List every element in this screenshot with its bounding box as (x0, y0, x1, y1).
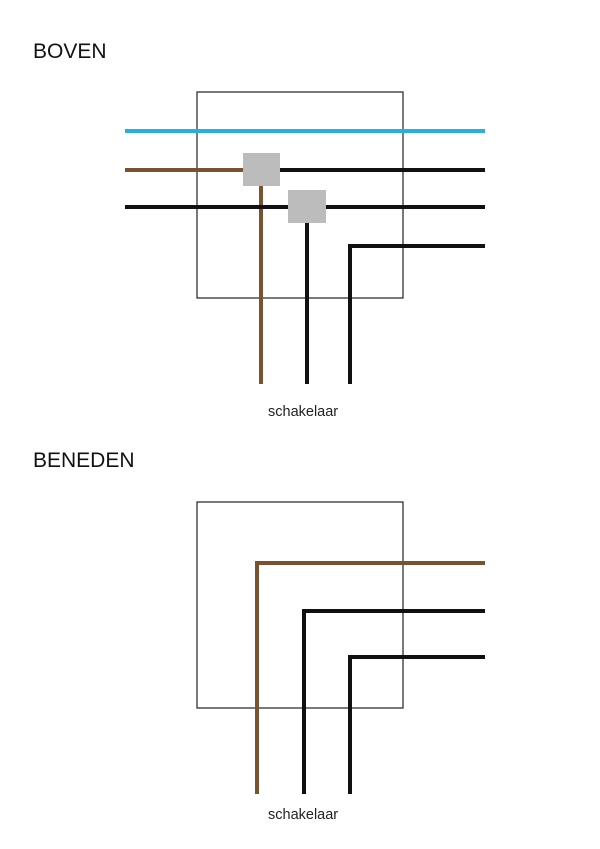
top-switch-label: schakelaar (268, 404, 338, 420)
bottom-black-wire-2 (348, 655, 485, 794)
bottom-brown-wire (255, 561, 485, 794)
bottom-heading: BENEDEN (33, 449, 135, 472)
bottom-black-wire-1 (302, 609, 485, 794)
top-connector-2 (288, 190, 326, 223)
top-black-wire-switch-return (348, 244, 485, 384)
bottom-junction-box (196, 501, 404, 709)
top-connector-1 (243, 153, 280, 186)
bottom-switch-label: schakelaar (268, 807, 338, 823)
top-heading: BOVEN (33, 40, 107, 63)
top-junction-box (196, 91, 404, 299)
